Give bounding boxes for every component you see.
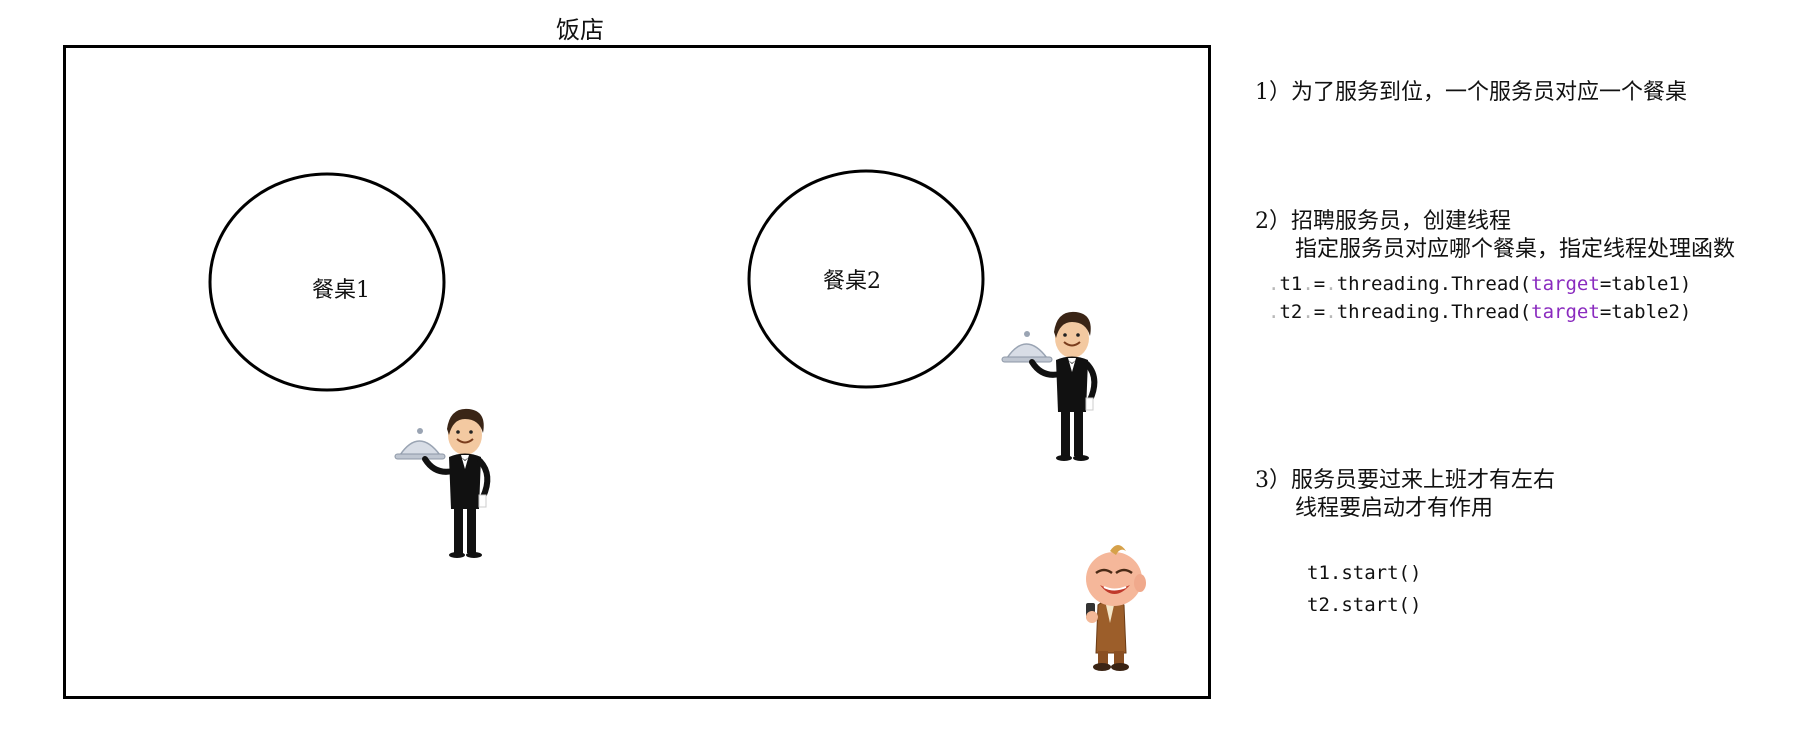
table-1-label: 餐桌1	[312, 278, 370, 303]
note-2-line-1: 2）招聘服务员，创建线程	[1255, 209, 1511, 234]
note-2-line-2: 指定服务员对应哪个餐桌，指定线程处理函数	[1295, 237, 1736, 262]
restaurant-title: 饭店	[556, 16, 604, 44]
note-1: 1）为了服务到位，一个服务员对应一个餐桌	[1255, 80, 1687, 105]
boss-icon	[1086, 545, 1146, 671]
code-line-t2: .t2.=.threading.Thread(target=table2)	[1268, 301, 1692, 323]
code-t2-rest: =table2)	[1599, 301, 1692, 323]
table-1: 餐桌1	[208, 172, 446, 392]
code-t2-call: threading.Thread(	[1336, 301, 1532, 323]
code-start-t2: t2.start()	[1307, 594, 1422, 616]
code-t1-var: t1	[1279, 273, 1303, 295]
note-3-line-1: 3）服务员要过来上班才有左右	[1255, 468, 1555, 493]
code-line-t1: .t1.=.threading.Thread(target=table1)	[1268, 273, 1692, 295]
code-t2-var: t2	[1279, 301, 1303, 323]
code-t1-keyword: target	[1531, 273, 1600, 295]
code-t2-eq: =	[1313, 301, 1326, 323]
table-2-label: 餐桌2	[823, 269, 881, 294]
notes-panel: 1）为了服务到位，一个服务员对应一个餐桌 2）招聘服务员，创建线程 指定服务员对…	[1255, 0, 1795, 745]
table-2: 餐桌2	[747, 169, 985, 389]
restaurant-box	[63, 45, 1211, 699]
code-t1-eq: =	[1313, 273, 1326, 295]
code-t1-call: threading.Thread(	[1336, 273, 1532, 295]
code-t2-keyword: target	[1531, 301, 1600, 323]
code-start-t1: t1.start()	[1307, 562, 1422, 584]
code-t1-rest: =table1)	[1599, 273, 1692, 295]
note-3-line-2: 线程要启动才有作用	[1295, 496, 1494, 521]
waiter-icon	[1001, 311, 1098, 461]
waiter-icon	[394, 408, 491, 558]
